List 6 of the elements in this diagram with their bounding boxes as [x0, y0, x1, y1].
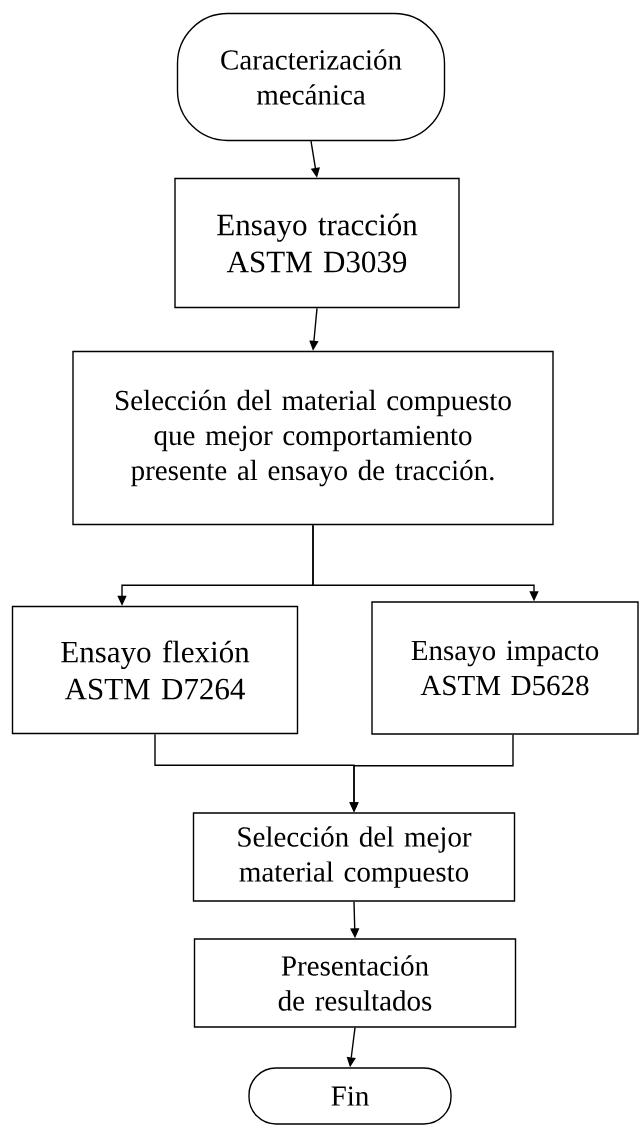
process-box: Ensayo tracción ASTM D3039: [174, 177, 460, 309]
process-box: Ensayo impacto ASTM D5628: [371, 601, 639, 735]
process-box: Selección del mejor material compuesto: [192, 812, 516, 902]
process-box: Ensayo flexión ASTM D7264: [11, 605, 299, 735]
process-box: Selección del material compuesto que mejor comportamiento presente al ensayo de tracción.: [72, 350, 554, 526]
process-box: Presentación de resultados: [193, 938, 517, 1028]
